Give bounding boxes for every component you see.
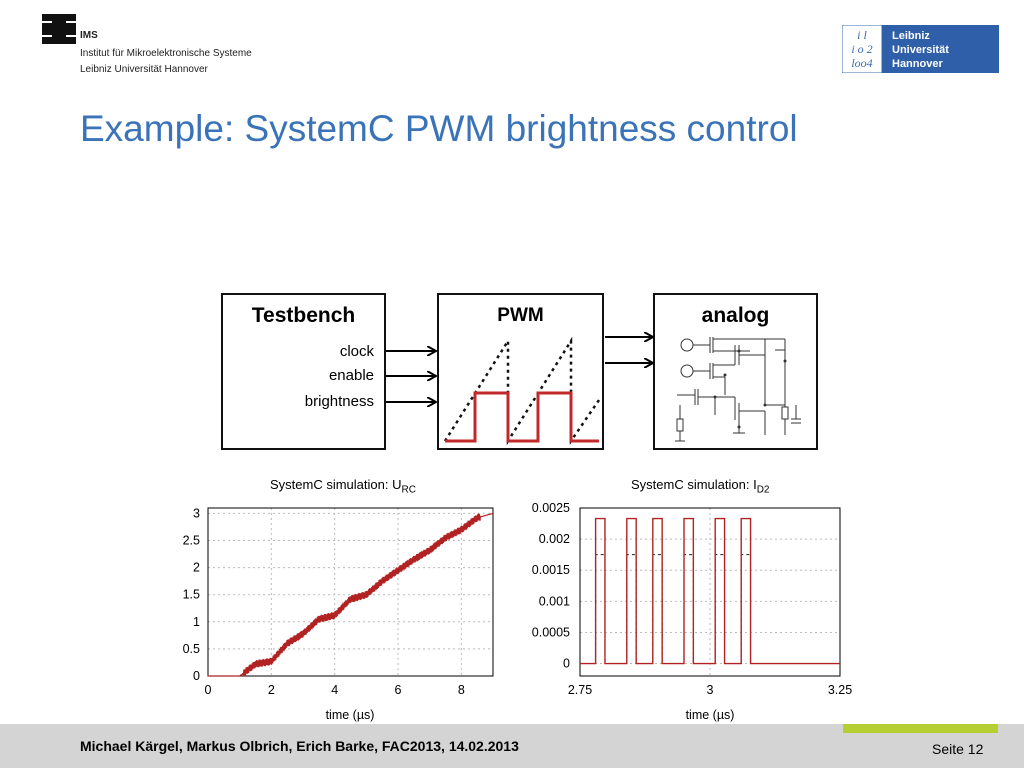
page-number: Seite 12 [932, 741, 984, 757]
footer-authors: Michael Kärgel, Markus Olbrich, Erich Ba… [80, 738, 519, 754]
chart1-xtick-label: 0 [205, 683, 212, 697]
pwm-block: PWM [437, 293, 604, 450]
chart2-ytick-label: 0.0015 [532, 563, 570, 577]
chart1-ytick-label: 0 [193, 669, 200, 683]
logo-line-1: Leibniz [892, 30, 930, 42]
chart2-ytick-label: 0.001 [539, 594, 570, 608]
chart2-dashed-series [595, 554, 752, 664]
institute-name: Institut für Mikroelektronische Systeme [80, 48, 252, 59]
signal-clock-label: clock [339, 343, 374, 360]
testbench-title: Testbench [251, 304, 356, 327]
pwm-waveform [443, 336, 601, 446]
leibniz-university-logo: i l i o 2 loo4 Leibniz Universität Hanno… [841, 24, 999, 74]
signal-enable-label: enable [328, 367, 374, 384]
chart2-ytick-label: 0.002 [539, 532, 570, 546]
chart2-title: SystemC simulation: ID2 [631, 477, 770, 496]
chart2-frame [579, 507, 841, 677]
chart1-xlabel: time (µs) [326, 708, 375, 722]
pwm-title: PWM [497, 305, 544, 326]
chart-id2: 2.75 3 3.25 0 0.0005 0.001 0.0015 0.002 0.0025 t… [532, 501, 852, 722]
logo-line-3: Hannover [892, 58, 943, 70]
chart1-ytick-label: 1.5 [183, 588, 200, 602]
chart2-ytick-label: 0 [563, 657, 570, 671]
slide-title: Example: SystemC PWM brightness control [80, 108, 798, 149]
chart1-ytick-label: 2 [193, 561, 200, 575]
chart1-ytick-label: 2.5 [183, 534, 200, 548]
chart2-xtick-label: 3 [707, 683, 714, 697]
svg-text:i l: i l [857, 28, 867, 42]
chart2-xtick-label: 3.25 [828, 683, 852, 697]
footer-accent-bar [843, 724, 998, 733]
analog-block: analog [653, 293, 818, 450]
signal-arrows [386, 325, 660, 415]
testbench-block: Testbench clock enable brightness [221, 293, 386, 450]
chart1-frame [207, 507, 494, 677]
chart2-xlabel: time (µs) [686, 708, 735, 722]
chart1-title: SystemC simulation: URC [270, 477, 416, 496]
analog-title: analog [701, 304, 770, 327]
chart1-xtick-label: 2 [268, 683, 275, 697]
chart1-xtick-label: 6 [395, 683, 402, 697]
chart1-ytick-label: 1 [193, 615, 200, 629]
chart-urc: 0 2 4 6 8 0 0.5 1 1.5 2 2.5 3 time (µs) [183, 506, 494, 722]
svg-text:i o 2: i o 2 [851, 42, 872, 56]
chart2-grid [579, 507, 841, 676]
chart1-series-line [208, 512, 494, 677]
chart2-ytick-label: 0.0005 [532, 625, 570, 639]
ims-logo [42, 14, 76, 44]
university-name: Leibniz Universität Hannover [80, 64, 208, 75]
chart1-ytick-label: 0.5 [183, 642, 200, 656]
chart1-ytick-label: 3 [193, 506, 200, 520]
signal-brightness-label: brightness [304, 393, 374, 410]
chart2-ytick-label: 0.0025 [532, 501, 570, 515]
chart2-series-line [580, 517, 840, 665]
svg-text:loo4: loo4 [851, 56, 872, 70]
chart1-xtick-label: 8 [458, 683, 465, 697]
logo-line-2: Universität [892, 44, 949, 56]
institute-name-short: IMS [80, 30, 98, 41]
analog-circuit-schematic [675, 337, 801, 442]
chart2-xtick-label: 2.75 [568, 683, 592, 697]
chart1-xtick-label: 4 [331, 683, 338, 697]
